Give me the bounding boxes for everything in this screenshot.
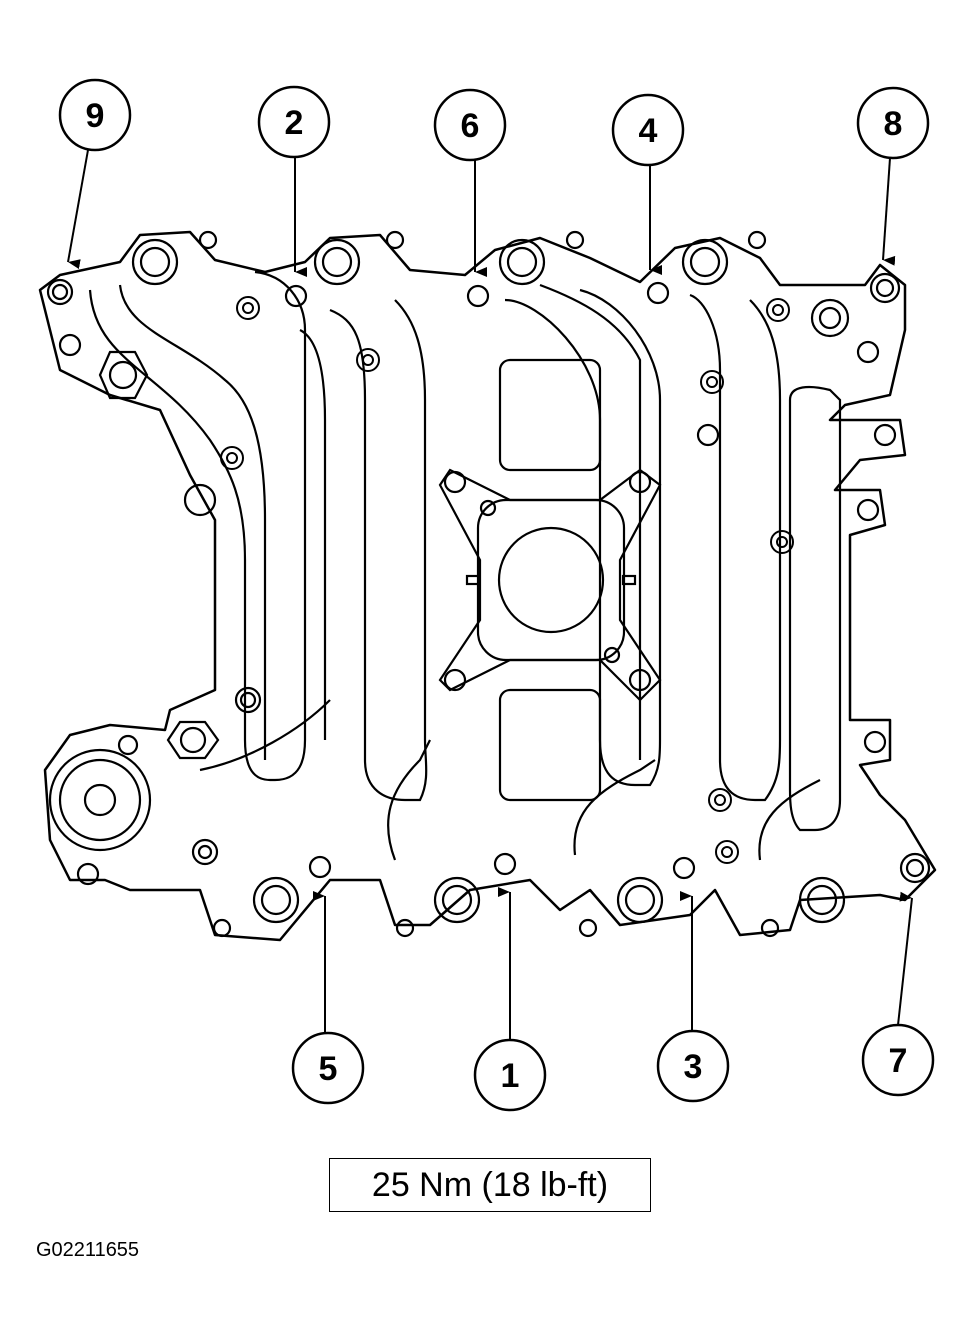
callout-3: 3: [656, 1029, 730, 1103]
leader-lines: [67, 149, 913, 1040]
svg-text:8: 8: [884, 105, 903, 143]
svg-text:9: 9: [86, 97, 105, 135]
svg-text:6: 6: [461, 107, 480, 145]
callout-1: 1: [473, 1038, 547, 1112]
svg-text:7: 7: [889, 1042, 908, 1080]
fittings: [220, 296, 794, 864]
torque-spec-box: 25 Nm (18 lb-ft): [329, 1158, 651, 1212]
callout-7: 7: [861, 1023, 935, 1097]
svg-text:5: 5: [319, 1050, 338, 1088]
callout-8: 8: [856, 86, 930, 160]
svg-text:1: 1: [501, 1057, 520, 1095]
callout-6: 6: [433, 88, 507, 162]
side-features: [46, 272, 931, 886]
callout-4: 4: [611, 93, 685, 167]
figure-id: G02211655: [36, 1239, 140, 1261]
callout-5: 5: [291, 1031, 365, 1105]
manifold-runners: [88, 270, 842, 861]
port-bosses: [131, 230, 846, 938]
bolt-holes: [284, 281, 696, 880]
manifold-body: [38, 230, 937, 942]
svg-text:4: 4: [639, 112, 658, 150]
callout-9: 9: [58, 78, 132, 152]
svg-text:3: 3: [684, 1048, 703, 1086]
throttle-body-mount: [438, 358, 662, 802]
torque-spec-text: 25 Nm (18 lb-ft): [371, 1165, 609, 1204]
svg-text:2: 2: [285, 104, 304, 142]
callout-2: 2: [257, 85, 331, 159]
